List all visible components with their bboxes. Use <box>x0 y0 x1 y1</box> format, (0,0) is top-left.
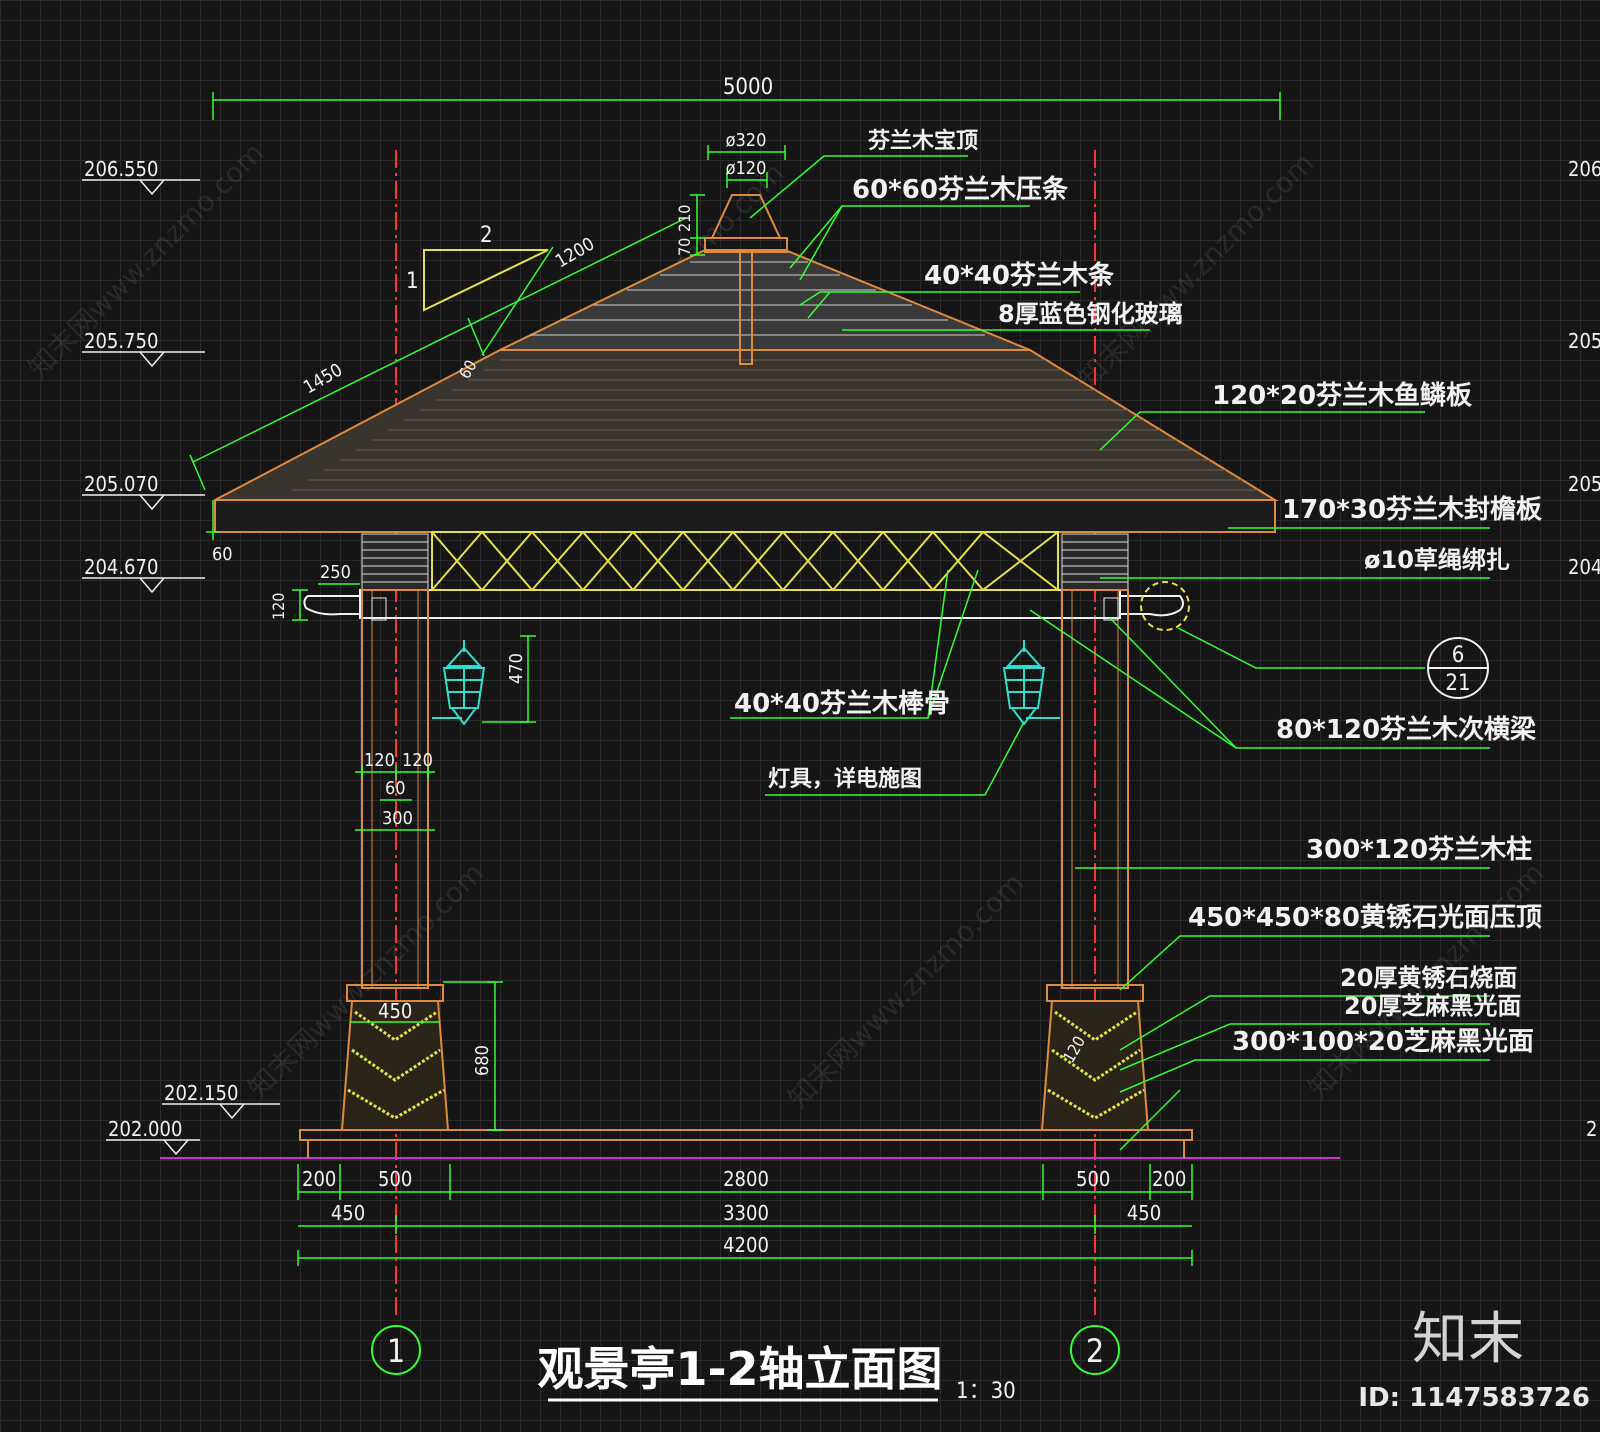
elev-right-4: 204 <box>1568 555 1600 579</box>
note-cap-stone: 450*450*80黄锈石光面压顶 <box>1188 903 1542 933</box>
note-plinth: 300*100*20芝麻黑光面 <box>1232 1027 1534 1057</box>
brace-x-pattern <box>431 531 1059 591</box>
roof-glass <box>499 249 1031 351</box>
elev-right-1: 206 <box>1568 157 1600 181</box>
dim-bottom-200-right: 200 <box>1152 1167 1186 1191</box>
dim-bottom-450-left: 450 <box>331 1201 365 1225</box>
note-lamp: 灯具，详电施图 <box>768 766 922 792</box>
dimension-texts: 5000 ø320 ø120 210 70 2 1 1200 1450 60 6… <box>212 75 1186 1257</box>
elev-205070: 205.070 <box>84 472 158 496</box>
dim-bottom-500-right: 500 <box>1076 1167 1110 1191</box>
dim-col-c: 60 <box>385 778 406 799</box>
beam-assembly <box>303 531 1190 631</box>
detail-bubble <box>1140 581 1190 631</box>
brand-logo: 知末 <box>1412 1307 1524 1372</box>
note-fascia: 170*30芬兰木封檐板 <box>1282 494 1542 525</box>
axis-label-2: 2 <box>1086 1332 1104 1370</box>
rope-binding-right <box>1061 533 1129 591</box>
leader-lines <box>730 155 1490 1151</box>
elev-206550: 206.550 <box>84 157 158 181</box>
base-stone-pattern-right <box>1047 1010 1145 1120</box>
main-beam <box>359 589 1121 619</box>
elev-right-2: 205 <box>1568 329 1600 353</box>
dim-cap-inner: ø120 <box>726 158 767 179</box>
detail-callout-top: 6 <box>1452 643 1465 668</box>
columns <box>361 589 1129 989</box>
elev-right-3: 205 <box>1568 472 1600 496</box>
dim-col-a: 120 <box>364 750 395 771</box>
title-scale: 1：30 <box>956 1379 1016 1404</box>
column-right <box>1061 589 1129 989</box>
roof-shingle-lines <box>292 359 1258 491</box>
dim-roof-upper: 1200 <box>552 234 598 273</box>
dim-col-d: 300 <box>382 808 413 829</box>
column-bases <box>340 984 1150 1131</box>
lamp-left <box>432 640 486 726</box>
elevation-markers <box>82 179 280 1156</box>
note-glass: 8厚蓝色钢化玻璃 <box>998 300 1183 328</box>
column-left <box>361 589 429 989</box>
dim-bottom-2800: 2800 <box>723 1167 769 1191</box>
dim-slope-run: 2 <box>480 223 493 248</box>
axis-bubbles: 1 2 <box>371 1325 1120 1375</box>
note-finial: 芬兰木宝顶 <box>867 128 978 154</box>
watermark-text: 知末网www.znzmo.com <box>782 866 1031 1115</box>
note-fish-scale: 120*20芬兰木鱼鳞板 <box>1212 381 1472 411</box>
dim-bottom-3300: 3300 <box>723 1201 769 1225</box>
dim-roof-lower: 1450 <box>300 360 346 399</box>
fascia-board <box>214 499 1276 533</box>
note-brace-bar: 40*40芬兰木棒骨 <box>734 689 950 719</box>
brand-id: ID: 1147583726 <box>1358 1383 1590 1413</box>
elev-right-5: 2 <box>1586 1117 1597 1141</box>
brace-frame <box>431 531 1059 591</box>
dim-bracket-width: 250 <box>320 562 351 583</box>
dim-slope-rise: 1 <box>406 269 419 294</box>
roof-king-post <box>739 251 753 365</box>
dim-bottom-450-right: 450 <box>1127 1201 1161 1225</box>
elev-202000: 202.000 <box>108 1117 182 1141</box>
detail-callout-bottom: 21 <box>1445 671 1470 696</box>
dim-bracket-height: 120 <box>269 593 288 620</box>
roof <box>214 194 1279 533</box>
dim-overall: 5000 <box>723 75 773 100</box>
note-rope: ø10草绳绑扎 <box>1364 546 1510 574</box>
note-wood-strip: 40*40芬兰木条 <box>924 261 1115 291</box>
bracket-right <box>1120 595 1184 617</box>
lamp-right <box>1002 640 1060 726</box>
dim-bottom-total: 4200 <box>723 1233 769 1257</box>
bracket-left <box>303 595 360 616</box>
glass-lines <box>530 261 985 336</box>
rope-binding-left <box>361 533 429 591</box>
note-secondary-beam: 80*120芬兰木次横梁 <box>1276 715 1536 745</box>
dim-eave-thickness: 60 <box>212 544 233 565</box>
axis-label-1: 1 <box>387 1332 405 1370</box>
dim-lamp-height: 470 <box>506 653 527 684</box>
note-black-polish: 20厚芝麻黑光面 <box>1344 992 1521 1020</box>
dim-cap-height-a: 210 <box>675 205 694 232</box>
note-burnt-face: 20厚黄锈石烧面 <box>1340 964 1517 992</box>
brand-mark: 知末 ID: 1147583726 <box>1358 1307 1590 1413</box>
detail-callout: 6 21 <box>1427 637 1489 699</box>
dim-base-height: 680 <box>472 1045 493 1076</box>
note-pressing-strip: 60*60芬兰木压条 <box>852 175 1069 205</box>
dim-bottom-500-left: 500 <box>378 1167 412 1191</box>
dim-cap-outer: ø320 <box>726 130 767 151</box>
platform-slab <box>299 1129 1193 1141</box>
elev-204670: 204.670 <box>84 555 158 579</box>
dim-cap-height-b: 70 <box>675 238 694 256</box>
note-column: 300*120芬兰木柱 <box>1306 835 1532 865</box>
elev-205750: 205.750 <box>84 329 158 353</box>
elev-202150: 202.150 <box>164 1081 238 1105</box>
drawing-title: 观景亭1-2轴立面图 1：30 <box>537 1342 1015 1404</box>
dim-base-width: 450 <box>378 999 412 1023</box>
dimension-lines <box>189 92 1281 1266</box>
dim-bottom-200-left: 200 <box>302 1167 336 1191</box>
title-main: 观景亭1-2轴立面图 <box>537 1342 942 1396</box>
dim-col-b: 120 <box>402 750 433 771</box>
annotation-texts: 芬兰木宝顶 60*60芬兰木压条 40*40芬兰木条 8厚蓝色钢化玻璃 120*… <box>734 128 1542 1057</box>
elevation-texts: 206.550 205.750 205.070 204.670 202.150 … <box>84 157 1600 1141</box>
